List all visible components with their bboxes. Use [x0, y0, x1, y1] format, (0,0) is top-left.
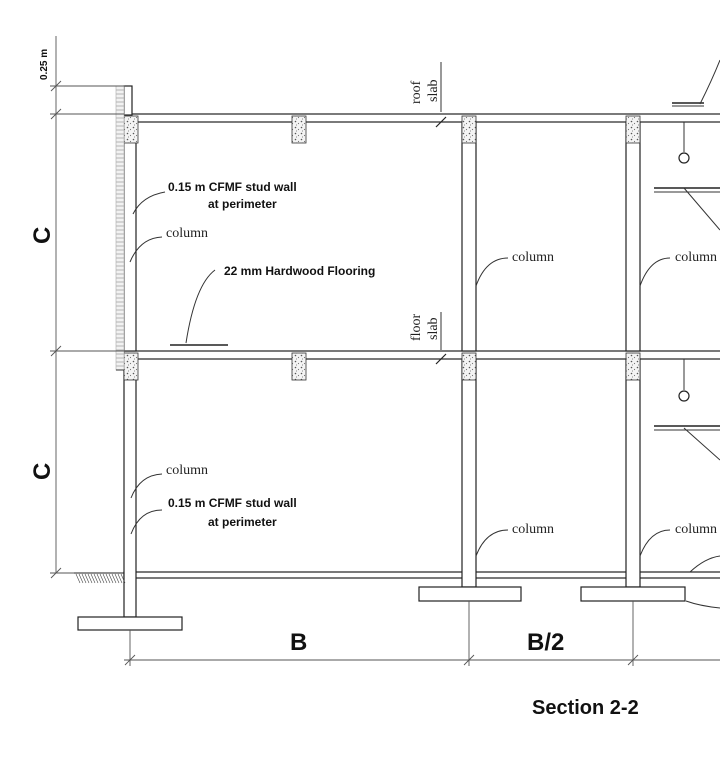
- footing-left: [77, 616, 183, 631]
- column-head-blocks: [123, 115, 641, 381]
- bay-width-label-b: B: [290, 629, 307, 656]
- stud-wall-lower-label-1: 0.15 m CFMF stud wall: [168, 496, 297, 510]
- footing-right: [580, 586, 686, 602]
- column-label-lower-right: column: [675, 522, 717, 537]
- footing-middle: [418, 586, 522, 602]
- roof-edge-detail: [672, 59, 720, 107]
- floor-slab-label-2: slab: [426, 317, 441, 340]
- parapet-dim-label: 0.25 m: [39, 49, 50, 80]
- section-title: Section 2-2: [532, 697, 639, 719]
- stud-wall-upper-label-1: 0.15 m CFMF stud wall: [168, 180, 297, 194]
- column-label-lower-mid: column: [512, 522, 554, 537]
- right-edge-leaders: [685, 555, 720, 609]
- stud-wall-lower-label-2: at perimeter: [208, 515, 277, 529]
- parapet: [123, 85, 133, 116]
- floor-slab-label-1: floor: [409, 313, 424, 341]
- column-label-lower-left: column: [166, 463, 208, 478]
- stud-wall-upper: [115, 85, 125, 371]
- flooring-label: 22 mm Hardwood Flooring: [224, 264, 375, 278]
- column-label-upper-right: column: [675, 250, 717, 265]
- hanger-lower: [654, 359, 720, 461]
- horizontal-dimension: [124, 601, 720, 666]
- hanger-upper: [654, 122, 720, 231]
- roof-slab-label-1: roof: [409, 80, 424, 104]
- bay-width-label-b-half: B/2: [527, 629, 564, 656]
- roof-slab-label-2: slab: [426, 79, 441, 102]
- flooring-leader: [185, 269, 216, 344]
- vertical-dimension: [50, 36, 124, 579]
- stud-wall-upper-label-2: at perimeter: [208, 197, 277, 211]
- story-height-lower-label: C: [29, 463, 56, 480]
- column-label-upper-mid: column: [512, 250, 554, 265]
- story-height-upper-label: C: [29, 227, 56, 244]
- slab-ticks: [435, 62, 447, 365]
- column-label-upper-left: column: [166, 226, 208, 241]
- ground-hatch: [74, 572, 126, 584]
- leaders: [129, 191, 671, 557]
